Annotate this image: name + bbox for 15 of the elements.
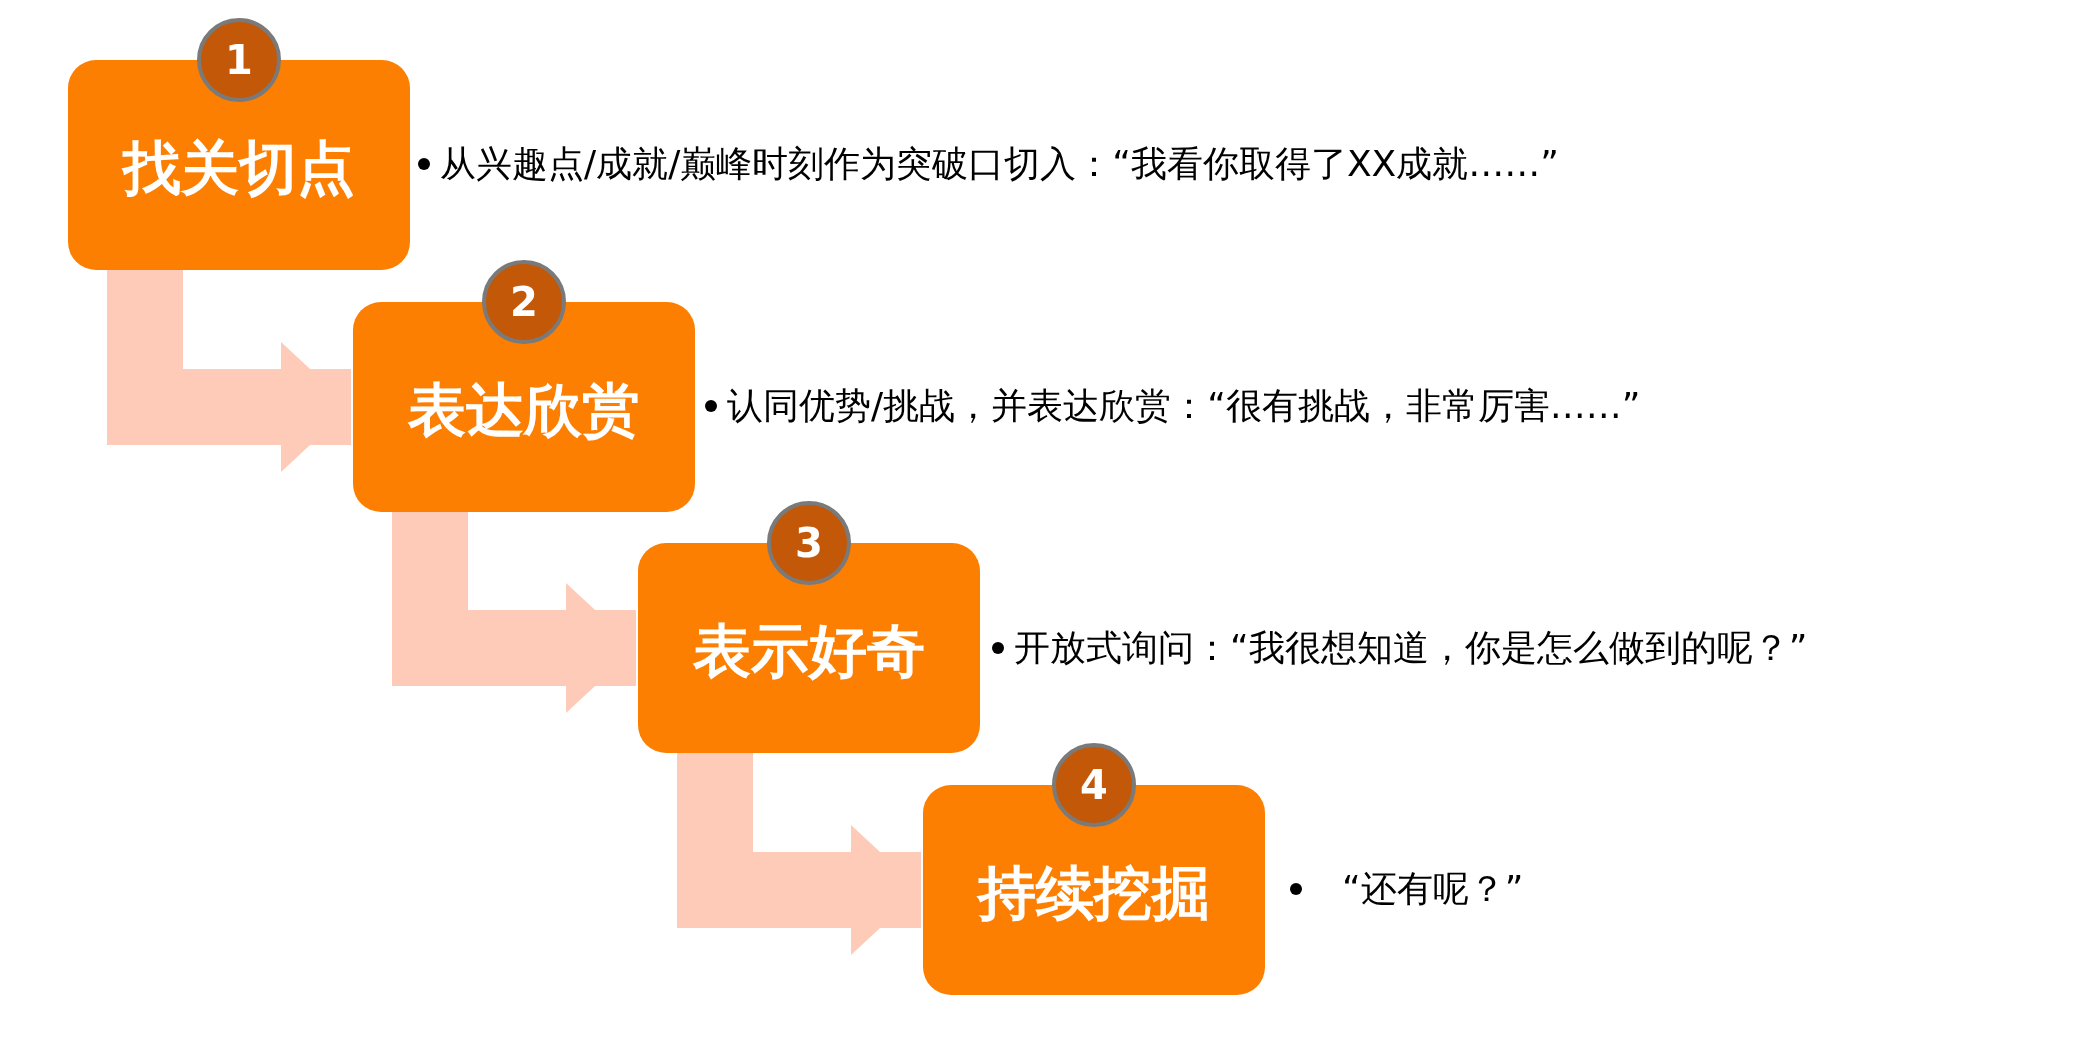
- step-title: 表达欣赏: [407, 375, 641, 446]
- arrow: [677, 753, 921, 955]
- step-title: 找关切点: [120, 133, 356, 204]
- arrow: [392, 512, 636, 713]
- step-number: 3: [767, 501, 851, 585]
- step-number: 2: [482, 260, 566, 344]
- step-number: 4: [1052, 743, 1136, 827]
- step-description: 从兴趣点/成就/巅峰时刻作为突破口切入：“我看你取得了XX成就……”: [440, 142, 1559, 186]
- step-title: 持续挖掘: [975, 858, 1211, 929]
- step-description: “还有呢？”: [1342, 867, 1524, 911]
- step-description: 认同优势/挑战，并表达欣赏：“很有挑战，非常厉害……”: [727, 384, 1641, 428]
- step-description: 开放式询问：“我很想知道，你是怎么做到的呢？”: [1014, 626, 1808, 670]
- step-number: 1: [197, 18, 281, 102]
- arrow: [107, 270, 351, 472]
- step-title: 表示好奇: [692, 616, 926, 687]
